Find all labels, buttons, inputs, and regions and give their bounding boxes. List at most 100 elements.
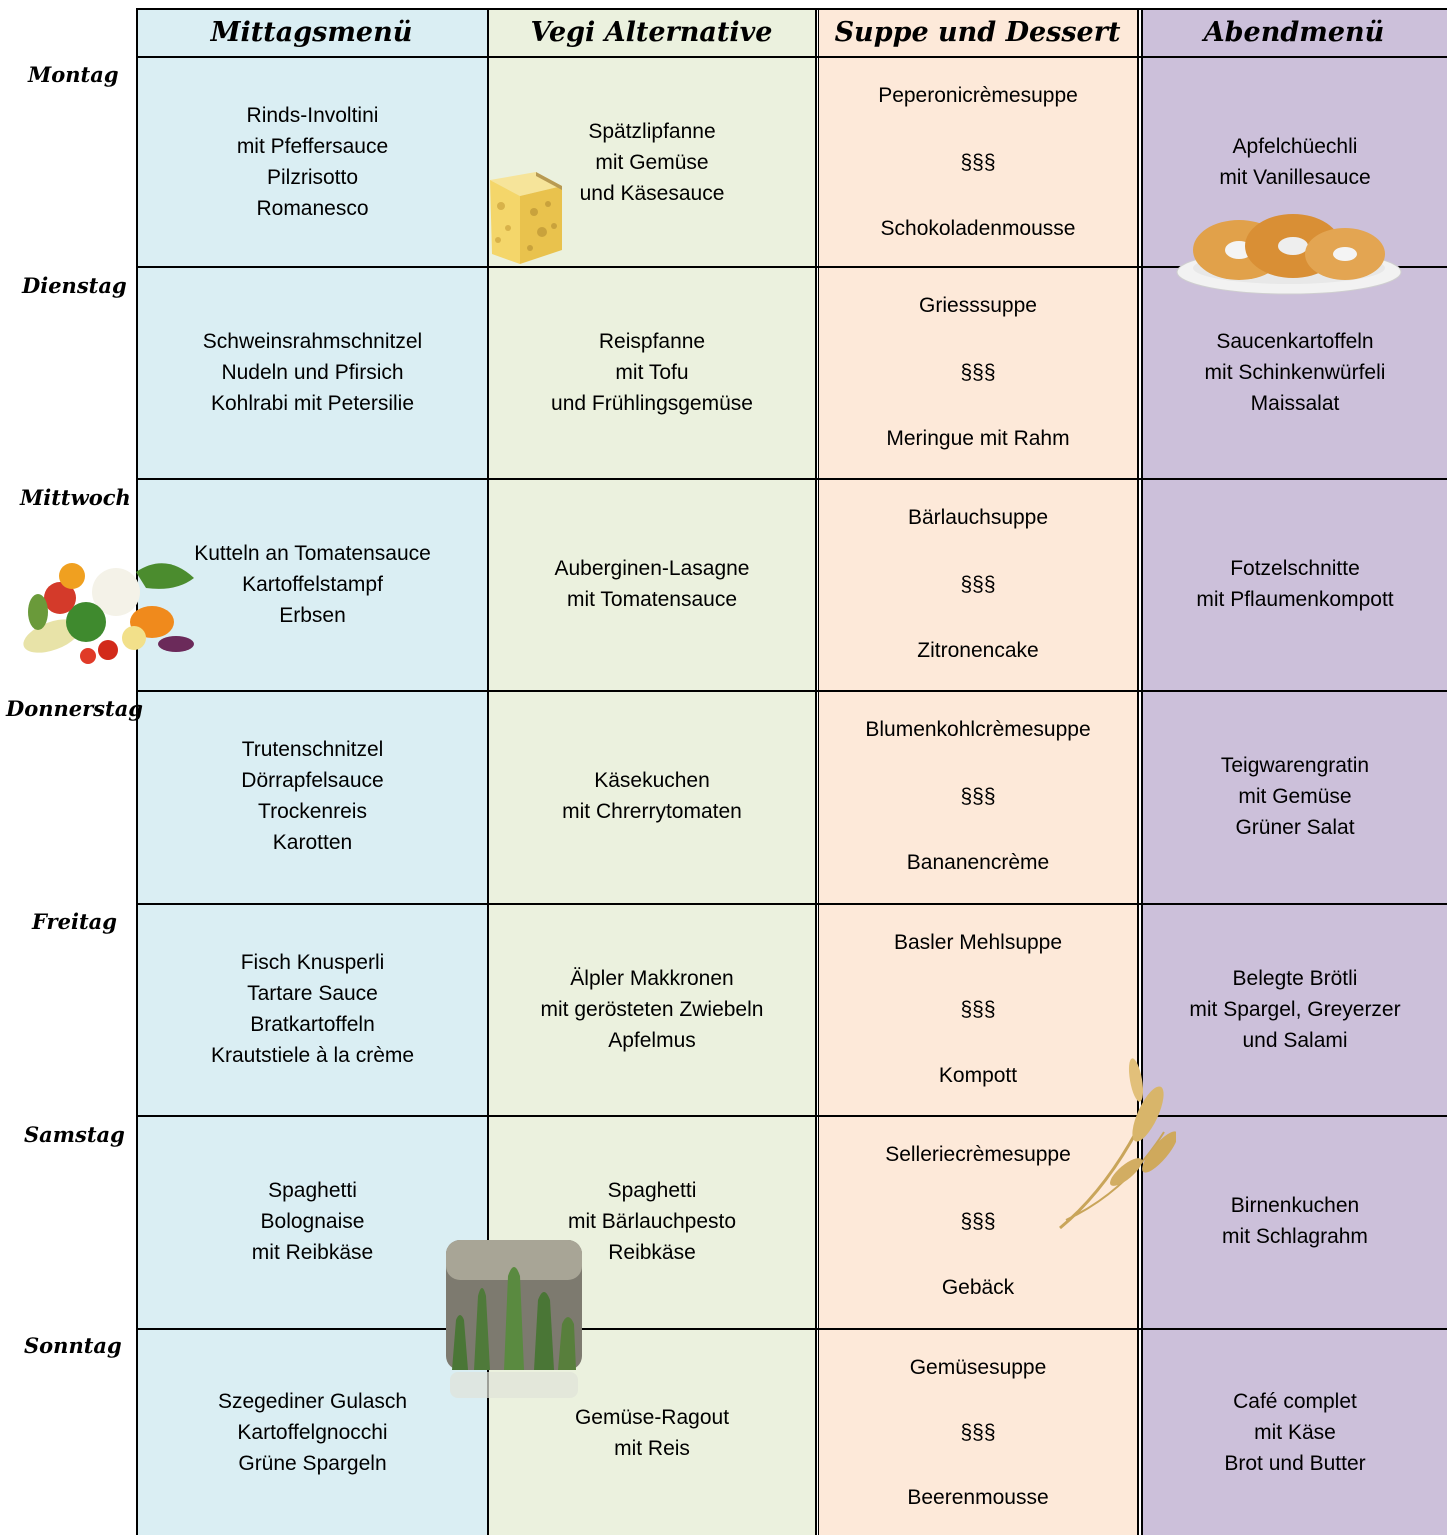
header-abendmenu: Abendmenü xyxy=(1203,16,1385,48)
grid-line xyxy=(815,8,817,1535)
cell-vegi: Käsekuchen mit Chrerrytomaten xyxy=(489,692,815,900)
menu-line: Maissalat xyxy=(1250,391,1340,415)
menu-line: Tartare Sauce xyxy=(247,982,378,1005)
menu-line: Karotten xyxy=(272,831,353,854)
menu-line: mit Käse xyxy=(1254,1421,1336,1444)
menu-line: Gemüse-Ragout xyxy=(574,1405,730,1429)
menu-line: Belegte Brötli xyxy=(1232,966,1358,990)
separator: §§§ xyxy=(960,150,996,174)
menu-line: Kohlrabi mit Petersilie xyxy=(210,391,415,415)
menu-line: mit Schlagrahm xyxy=(1222,1225,1368,1248)
column-suppe-dessert xyxy=(818,8,1137,1535)
menu-line: Spaghetti xyxy=(607,1178,697,1202)
menu-line: mit Bärlauchpesto xyxy=(567,1209,737,1233)
dessert-name: Schokoladenmousse xyxy=(880,217,1076,240)
menu-line: Bolognaise xyxy=(260,1209,365,1233)
soup-name: Bärlauchsuppe xyxy=(907,506,1049,529)
grid-line xyxy=(818,8,819,1535)
menu-line: Apfelchüechli xyxy=(1232,135,1358,158)
menu-line: Trutenschnitzel xyxy=(241,738,384,761)
menu-line: Reibkäse xyxy=(608,1240,696,1264)
menu-line: Grüner Salat xyxy=(1235,815,1355,839)
grid-line xyxy=(136,690,1447,692)
grid-line xyxy=(136,56,1447,58)
menu-line: mit Pfeffersauce xyxy=(236,135,389,158)
cell-soup-dessert: Griesssuppe§§§Meringue mit Rahm xyxy=(819,268,1137,476)
menu-line: Krautstiele à la crème xyxy=(210,1044,415,1067)
cell-soup-dessert: Blumenkohlcrèmesuppe§§§Bananencrème xyxy=(819,692,1137,900)
menu-line: Trockenreis xyxy=(258,800,367,823)
menu-line: Spätzlipfanne xyxy=(588,119,716,143)
cell-vegi: Gemüse-Ragout mit Reis xyxy=(489,1330,815,1535)
separator: §§§ xyxy=(960,360,996,384)
grid-line xyxy=(136,903,1447,905)
menu-line: mit Vanillesauce xyxy=(1219,166,1371,189)
menu-line: mit gerösteten Zwiebeln xyxy=(540,997,764,1021)
grid-line xyxy=(136,266,1447,268)
menu-line: Rinds-Involtini xyxy=(246,104,379,127)
soup-name: Peperonicrèmesuppe xyxy=(878,84,1078,107)
cell-soup-dessert: Bärlauchsuppe§§§Zitronencake xyxy=(819,480,1137,688)
dessert-name: Zitronencake xyxy=(917,639,1039,662)
day-label: Mittwoch xyxy=(20,485,131,510)
cell-dinner: Apfelchüechli mit Vanillesauce xyxy=(1143,58,1447,266)
day-label: Samstag xyxy=(24,1122,125,1147)
grid-line xyxy=(136,478,1447,480)
wheat-image xyxy=(1059,1058,1176,1230)
menu-line: Käsekuchen xyxy=(594,769,710,792)
menu-line: Romanesco xyxy=(256,197,369,220)
grid-line xyxy=(136,8,138,1535)
cell-vegi: Spätzlipfanne mit Gemüse und Käsesauce xyxy=(489,58,815,266)
soup-name: Blumenkohlcrèmesuppe xyxy=(865,718,1091,741)
menu-line: mit Chrerrytomaten xyxy=(562,800,742,823)
grid-line xyxy=(1137,8,1139,1535)
menu-line: Fotzelschnitte xyxy=(1230,557,1360,580)
day-label: Donnerstag xyxy=(6,696,143,721)
menu-line: Bratkartoffeln xyxy=(250,1013,375,1036)
asparagus-image xyxy=(446,1240,582,1398)
cheese-image xyxy=(490,172,562,264)
dessert-name: Gebäck xyxy=(941,1276,1015,1299)
menu-line: mit Reis xyxy=(614,1436,690,1460)
menu-line: Grüne Spargeln xyxy=(238,1452,387,1475)
menu-line: Älpler Makkronen xyxy=(570,966,734,990)
header-vegi: Vegi Alternative xyxy=(530,16,773,48)
day-label: Dienstag xyxy=(22,273,127,298)
cell-soup-dessert: Gemüsesuppe§§§Beerenmousse xyxy=(819,1330,1137,1535)
separator: §§§ xyxy=(960,1421,996,1444)
cell-soup-dessert: Selleriecrèmesuppe§§§Gebäck xyxy=(819,1117,1137,1325)
day-label: Montag xyxy=(28,62,119,87)
menu-line: mit Schinkenwürfeli xyxy=(1204,360,1386,384)
menu-line: mit Tofu xyxy=(615,360,689,384)
menu-line: mit Tomatensauce xyxy=(566,588,738,611)
menu-line: Brot und Butter xyxy=(1224,1452,1366,1475)
menu-line: Kutteln an Tomatensauce xyxy=(194,541,431,565)
separator: §§§ xyxy=(960,1209,996,1233)
menu-line: Fisch Knusperli xyxy=(240,951,385,974)
menu-line: Erbsen xyxy=(279,603,346,627)
menu-line: mit Spargel, Greyerzer xyxy=(1189,997,1401,1021)
menu-line: und Käsesauce xyxy=(579,181,725,205)
menu-line: mit Gemüse xyxy=(595,150,709,174)
grid-line xyxy=(136,8,1447,10)
grid-line xyxy=(1141,8,1143,1535)
separator: §§§ xyxy=(960,784,996,808)
menu-line: Reispfanne xyxy=(598,329,706,353)
menu-line: Pilzrisotto xyxy=(266,166,359,189)
menu-line: Kartoffelstampf xyxy=(242,572,383,596)
cell-soup-dessert: Basler Mehlsuppe§§§Kompott xyxy=(819,905,1137,1113)
menu-line: Teigwarengratin xyxy=(1220,753,1370,777)
